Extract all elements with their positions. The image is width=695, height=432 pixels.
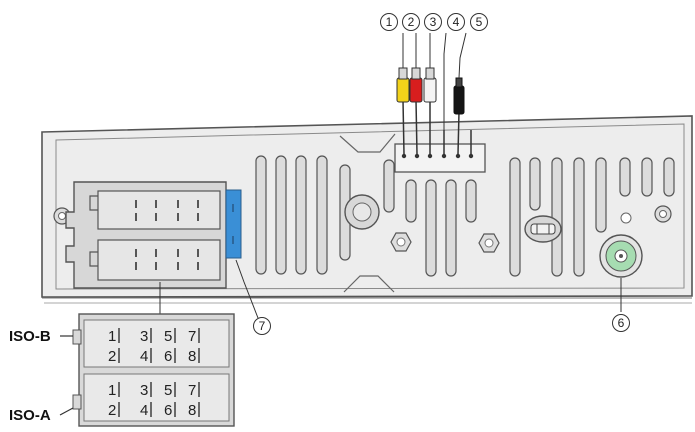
vent-slot [295, 155, 307, 275]
leader-lines [159, 32, 622, 319]
vent-slot [619, 157, 631, 197]
vent-slot [529, 157, 541, 211]
iso-b-pin: 5 [164, 328, 172, 345]
vent-slot [383, 159, 395, 213]
iso-a-pin: 8 [188, 402, 196, 419]
iso-pinout-detail [59, 313, 235, 427]
callout-1: 1 [380, 13, 398, 31]
callout-5: 5 [470, 13, 488, 31]
iso-a-pin: 4 [140, 402, 148, 419]
iso-b-label: ISO-B [9, 328, 51, 345]
mounting-screw-right [654, 205, 672, 223]
vent-slot [551, 157, 563, 277]
callout-2: 2 [402, 13, 420, 31]
rca-plug-white [423, 67, 437, 103]
iso-a-pin: 1 [108, 382, 116, 399]
vent-slot [641, 157, 653, 197]
vent-slot [255, 155, 267, 275]
callout-4: 4 [447, 13, 465, 31]
rca-socket-block [394, 143, 486, 173]
svg-text:5: 5 [476, 15, 483, 29]
vent-slot [509, 157, 521, 277]
callout-6: 6 [612, 314, 630, 332]
iso-a-label: ISO-A [9, 407, 51, 424]
callout-7: 7 [253, 317, 271, 335]
rca-cables [402, 99, 472, 155]
svg-text:1: 1 [386, 15, 393, 29]
vent-slot [405, 179, 417, 223]
pin-separators [118, 328, 200, 417]
iso-a-pins: 1 3 5 7 2 4 6 8 [108, 382, 196, 419]
rca-plug-yellow [396, 67, 410, 103]
iso-b-pin: 3 [140, 328, 148, 345]
vent-slot [445, 179, 457, 277]
hex-nut-left [390, 232, 412, 252]
iso-b-pin: 4 [140, 348, 148, 365]
svg-text:ISO-A: ISO-A [9, 407, 51, 424]
vent-slot [465, 179, 477, 223]
vent-slots [255, 155, 675, 277]
iso-a-pin: 5 [164, 382, 172, 399]
svg-text:2: 2 [408, 15, 415, 29]
vent-slot [425, 179, 437, 277]
vent-slot [316, 155, 328, 275]
iso-b-pin: 1 [108, 328, 116, 345]
iso-a-pin: 6 [164, 402, 172, 419]
vent-slot [573, 157, 585, 277]
iso-clip-icon [225, 189, 242, 259]
iso-a-pin: 3 [140, 382, 148, 399]
black-wire-plug [453, 77, 465, 115]
fuse-holder [524, 215, 562, 243]
iso-a-pin: 2 [108, 402, 116, 419]
svg-text:3: 3 [430, 15, 437, 29]
callout-3: 3 [424, 13, 442, 31]
svg-text:7: 7 [259, 319, 266, 333]
center-bolt [344, 194, 380, 230]
iso-b-pin: 6 [164, 348, 172, 365]
iso-connector-housing [65, 181, 227, 289]
vent-slot [595, 157, 607, 233]
vent-slot [663, 157, 675, 197]
svg-text:4: 4 [453, 15, 460, 29]
iso-b-pins: 1 3 5 7 2 4 6 8 [108, 328, 196, 365]
iso-a-pin: 7 [188, 382, 196, 399]
vent-slot [275, 155, 287, 275]
iso-b-pin: 8 [188, 348, 196, 365]
hex-nut-right [478, 233, 500, 253]
rca-plug-red [409, 67, 423, 103]
small-hole [620, 212, 632, 224]
svg-text:6: 6 [618, 316, 625, 330]
antenna-socket-icon [599, 234, 643, 278]
iso-b-pin: 2 [108, 348, 116, 365]
iso-b-pin: 7 [188, 328, 196, 345]
svg-text:ISO-B: ISO-B [9, 328, 51, 345]
